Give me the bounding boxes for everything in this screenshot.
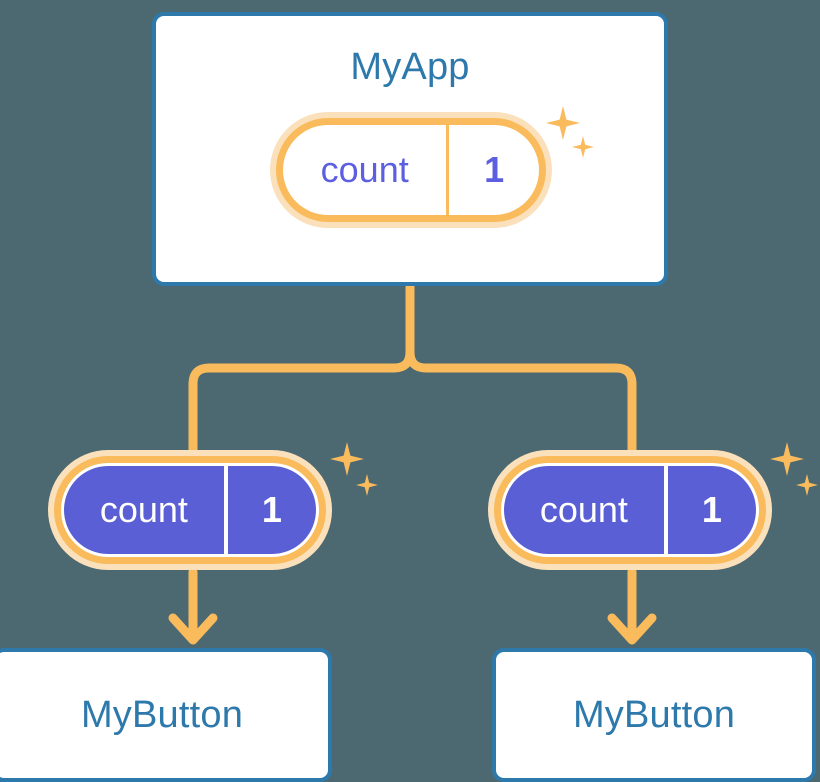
branch-connector-icon: [405, 281, 637, 457]
component-card-mybutton-left[interactable]: MyButton: [0, 648, 332, 782]
component-title-mybutton-left: MyButton: [80, 694, 244, 736]
component-card-mybutton-right[interactable]: MyButton: [492, 648, 816, 782]
state-value-label: 1: [484, 149, 505, 190]
state-value-label: 1: [261, 489, 282, 530]
state-key-label: count: [64, 466, 228, 554]
component-title-mybutton-right: MyButton: [572, 694, 736, 736]
state-key-label: count: [504, 466, 668, 554]
state-pill-child-left[interactable]: count 1: [48, 450, 332, 570]
branch-connector-icon: [188, 281, 415, 457]
sparkle-large-icon: [330, 442, 364, 476]
arrow-down-icon: [607, 613, 657, 645]
pill-body: count 1: [283, 125, 539, 215]
sparkle-small-icon: [796, 474, 818, 496]
state-key-label: count: [283, 125, 450, 215]
sparkle-group-child-left: [322, 442, 392, 522]
pill-body: count 1: [61, 463, 319, 557]
state-pill-child-right[interactable]: count 1: [488, 450, 772, 570]
state-pill-myapp[interactable]: count 1: [270, 112, 552, 228]
pill-body: count 1: [501, 463, 759, 557]
sparkle-small-icon: [356, 474, 378, 496]
arrow-down-icon: [168, 613, 218, 645]
state-value-label: 1: [701, 489, 722, 530]
sparkle-large-icon: [770, 442, 804, 476]
component-title-myapp: MyApp: [350, 46, 470, 88]
